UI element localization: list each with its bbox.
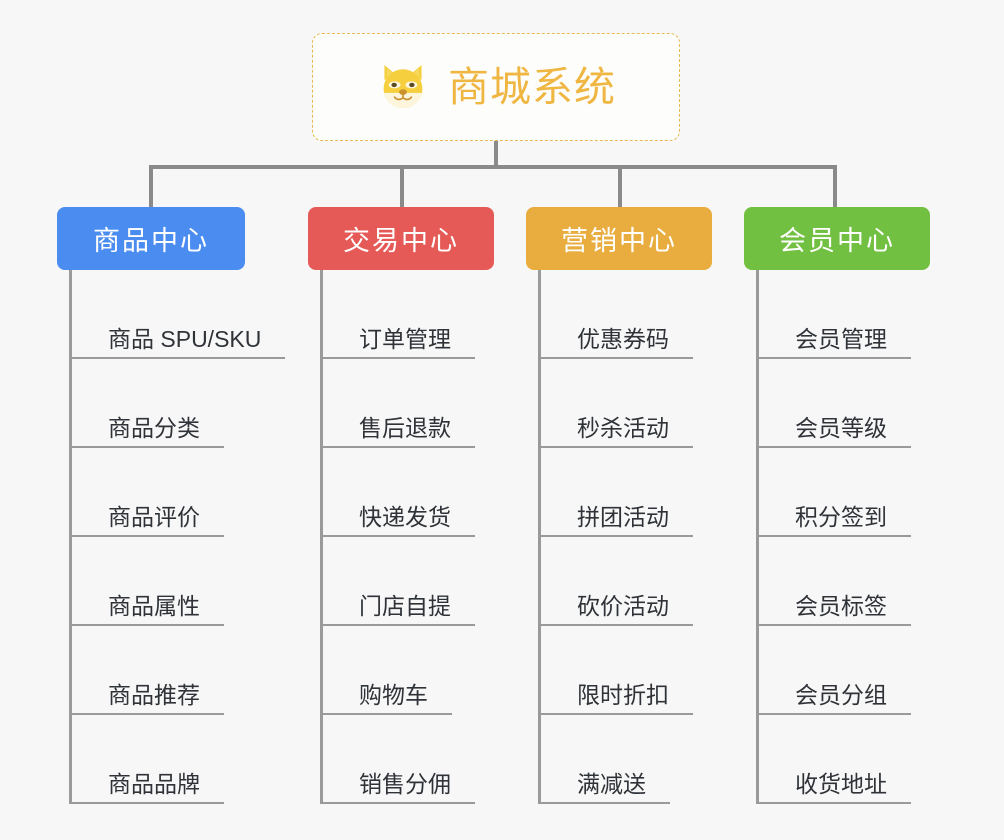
list-item[interactable]: 秒杀活动 [541, 359, 712, 449]
list-item-label: 商品评价 [72, 504, 224, 538]
list-item[interactable]: 购物车 [323, 626, 494, 716]
connector-drop-1 [149, 165, 153, 207]
connector-drop-3 [618, 165, 622, 207]
list-item-label: 快递发货 [323, 504, 475, 538]
list-item[interactable]: 商品推荐 [72, 626, 245, 716]
category-label-1: 商品中心 [93, 226, 209, 256]
list-item[interactable]: 订单管理 [323, 270, 494, 360]
list-item-label: 商品品牌 [72, 771, 224, 805]
list-item[interactable]: 拼团活动 [541, 448, 712, 538]
list-item-label: 砍价活动 [541, 593, 693, 627]
list-item[interactable]: 优惠券码 [541, 270, 712, 360]
category-column-3: 营销中心 优惠券码 秒杀活动 拼团活动 砍价活动 限时折扣 满减送 [526, 207, 712, 805]
category-items-1: 商品 SPU/SKU 商品分类 商品评价 商品属性 商品推荐 商品品牌 [69, 270, 286, 805]
list-item-label: 会员等级 [759, 415, 911, 449]
list-item-label: 会员标签 [759, 593, 911, 627]
list-item[interactable]: 商品分类 [72, 359, 245, 449]
list-item[interactable]: 商品属性 [72, 537, 245, 627]
list-item[interactable]: 收货地址 [759, 715, 930, 805]
category-label-2: 交易中心 [343, 226, 459, 256]
list-item-label: 会员分组 [759, 682, 911, 716]
list-item-label: 秒杀活动 [541, 415, 693, 449]
category-column-2: 交易中心 订单管理 售后退款 快递发货 门店自提 购物车 销售分佣 [308, 207, 494, 805]
list-item-label: 会员管理 [759, 326, 911, 360]
category-header-1[interactable]: 商品中心 [57, 207, 245, 270]
list-item[interactable]: 商品 SPU/SKU [71, 270, 286, 360]
list-item[interactable]: 门店自提 [323, 537, 494, 627]
category-header-4[interactable]: 会员中心 [744, 207, 930, 270]
list-item-label: 销售分佣 [323, 771, 475, 805]
list-item[interactable]: 砍价活动 [541, 537, 712, 627]
list-item-label: 购物车 [323, 682, 452, 716]
list-item-label: 商品推荐 [72, 682, 224, 716]
connector-drop-4 [833, 165, 837, 207]
category-items-2: 订单管理 售后退款 快递发货 门店自提 购物车 销售分佣 [320, 270, 494, 805]
category-items-4: 会员管理 会员等级 积分签到 会员标签 会员分组 收货地址 [756, 270, 930, 805]
list-item[interactable]: 会员等级 [759, 359, 930, 449]
list-item[interactable]: 满减送 [541, 715, 712, 805]
list-item[interactable]: 商品品牌 [72, 715, 245, 805]
connector-root-stem [494, 141, 498, 167]
list-item[interactable]: 会员分组 [759, 626, 930, 716]
list-item-label: 售后退款 [323, 415, 475, 449]
list-item[interactable]: 限时折扣 [541, 626, 712, 716]
category-header-3[interactable]: 营销中心 [526, 207, 712, 270]
list-item[interactable]: 会员管理 [759, 270, 930, 360]
list-item-label: 门店自提 [323, 593, 475, 627]
list-item-label: 商品分类 [72, 415, 224, 449]
list-item[interactable]: 会员标签 [759, 537, 930, 627]
category-label-3: 营销中心 [561, 226, 677, 256]
list-item-label: 积分签到 [759, 504, 911, 538]
category-items-3: 优惠券码 秒杀活动 拼团活动 砍价活动 限时折扣 满减送 [538, 270, 712, 805]
category-label-4: 会员中心 [779, 226, 895, 256]
list-item-label: 满减送 [541, 771, 670, 805]
list-item-label: 商品属性 [72, 593, 224, 627]
list-item-label: 收货地址 [759, 771, 911, 805]
list-item-label: 优惠券码 [541, 326, 693, 360]
list-item-label: 订单管理 [323, 326, 475, 360]
root-node-shop-system[interactable]: 商城系统 [312, 33, 680, 141]
category-column-1: 商品中心 商品 SPU/SKU 商品分类 商品评价 商品属性 商品推荐 商品品牌 [57, 207, 286, 805]
list-item-label: 限时折扣 [541, 682, 693, 716]
connector-drop-2 [400, 165, 404, 207]
root-node-title: 商城系统 [448, 63, 616, 110]
list-item[interactable]: 销售分佣 [323, 715, 494, 805]
shiba-dog-icon [383, 65, 423, 109]
connector-horizontal-bus [149, 165, 837, 169]
category-column-4: 会员中心 会员管理 会员等级 积分签到 会员标签 会员分组 收货地址 [744, 207, 930, 805]
list-item[interactable]: 售后退款 [323, 359, 494, 449]
list-item[interactable]: 快递发货 [323, 448, 494, 538]
list-item-label: 拼团活动 [541, 504, 693, 538]
list-item-label: 商品 SPU/SKU [71, 326, 286, 360]
list-item[interactable]: 积分签到 [759, 448, 930, 538]
category-header-2[interactable]: 交易中心 [308, 207, 494, 270]
list-item[interactable]: 商品评价 [72, 448, 245, 538]
